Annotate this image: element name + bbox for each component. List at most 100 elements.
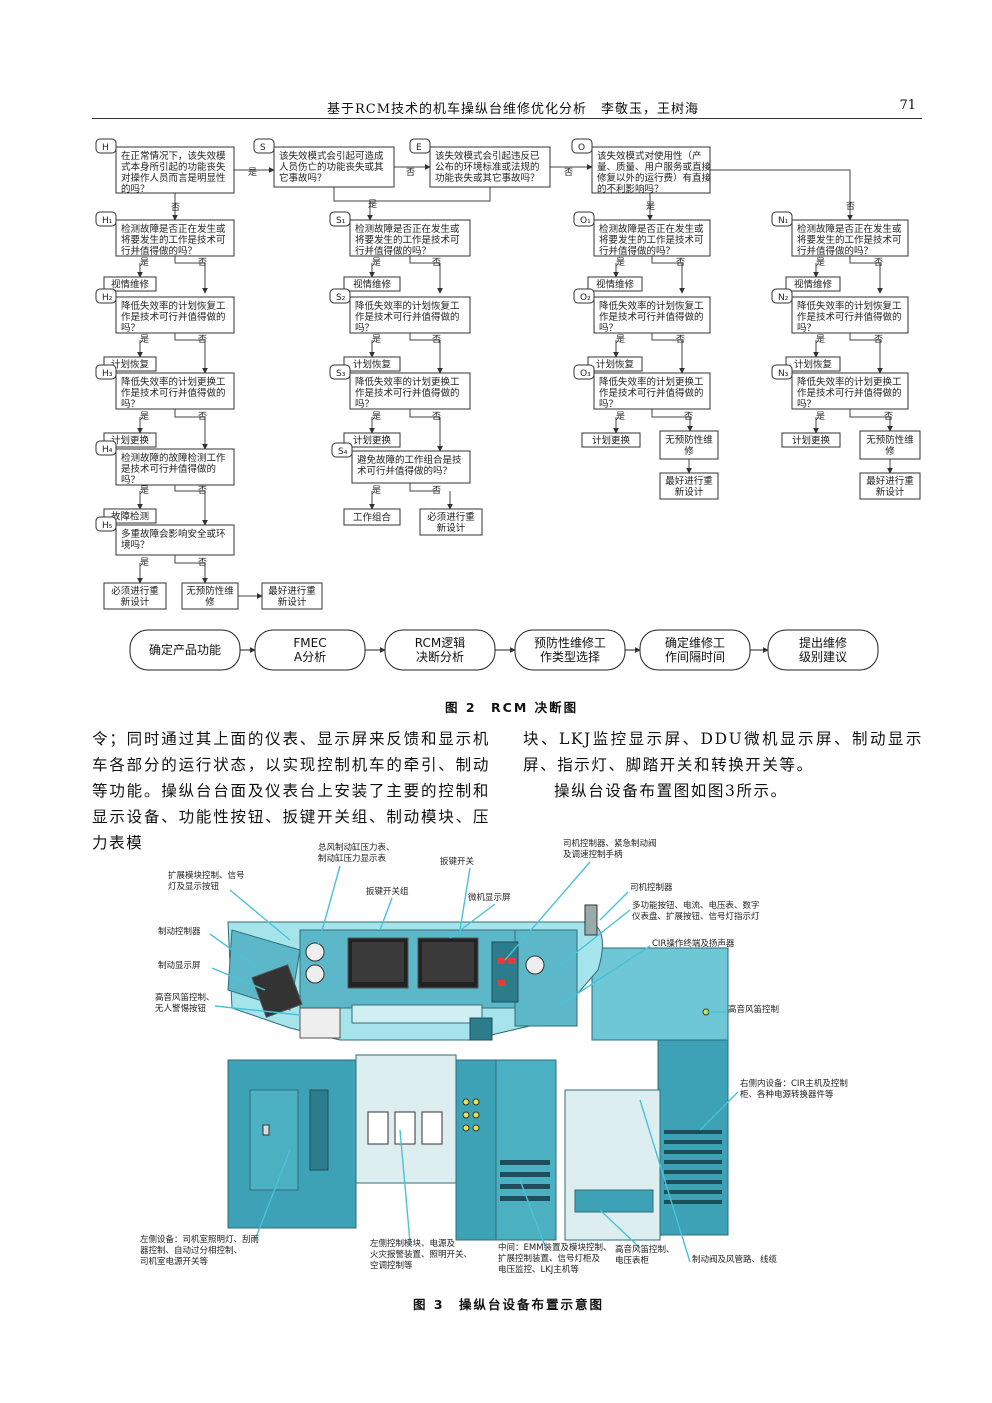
flow-line (409, 409, 440, 418)
action-box (581, 432, 641, 448)
tag-label: H₂ (102, 293, 113, 303)
tag-box (571, 138, 593, 154)
tag-label: H₃ (102, 369, 113, 379)
tag-label: S₃ (336, 369, 346, 379)
left-paragraph: 令；同时通过其上面的仪表、显示屏来反馈和显示机车各部分的运行状态，以实现控制机车… (92, 730, 490, 852)
tag-h2: H₂ (95, 288, 117, 304)
callout-c14: 右侧内设备：CIR主机及控制 (740, 1078, 848, 1089)
process-text: 预防性维修工 (534, 635, 606, 650)
tag-label: N₃ (778, 369, 789, 379)
action-box (785, 356, 841, 372)
action-text: 视情维修 (794, 279, 833, 291)
callout-c13: 高音风笛控制 (728, 1004, 779, 1015)
branch-label: 是 (646, 201, 655, 212)
callout-c9: 无人警惕按钮 (155, 1003, 207, 1014)
body-text-right: 块、LKJ监控显示屏、DDU微机显示屏、制动显示屏、指示灯、脚踏开关和转换开关等… (523, 726, 923, 804)
question-text: 吗？ (797, 323, 816, 334)
tag-h1: H₁ (95, 211, 117, 227)
action-text: 计划恢复 (353, 359, 392, 371)
question-text: 降低失效率的计划恢复工 (599, 300, 704, 312)
action-box (343, 508, 401, 526)
tag-box (771, 211, 793, 227)
question-box (115, 448, 235, 486)
branch-label: 否 (874, 334, 883, 345)
action-text: 新设计 (675, 486, 704, 498)
callout-line (379, 897, 393, 931)
callout-c2: 制动缸压力显示表 (318, 853, 387, 864)
question-text: 降低失效率的计划更换工 (599, 376, 704, 388)
action-box (859, 430, 921, 460)
callout-c6: 微机显示屏 (468, 892, 511, 903)
branch-label: 是 (140, 485, 149, 496)
question-box (593, 372, 711, 410)
console-layout-figure: 扩展模块控制、信号灯及显示按钮总风制动缸压力表、制动缸压力显示表扳键开关组司机控… (140, 838, 848, 1275)
callout-c10: 司机控制器 (630, 882, 673, 893)
tag-label: N₂ (778, 293, 789, 303)
tag-n2: N₂ (771, 288, 793, 304)
question-text: 行并值得做的吗？ (355, 245, 431, 257)
flow-line (174, 485, 205, 492)
flow-line (651, 256, 682, 264)
action-box (103, 356, 157, 372)
tag-box (573, 288, 595, 304)
action-text: 计划更换 (792, 435, 831, 447)
tag-label: O₂ (580, 293, 591, 303)
question-text: 行并值得做的吗？ (797, 245, 873, 257)
action-visual-s: 视情维修 (343, 276, 401, 292)
action-restore-s: 计划恢复 (343, 356, 401, 372)
callout-line (449, 903, 496, 939)
action-box (261, 582, 323, 610)
callout-c17: 中间：EMM装置及模块控制、 (498, 1242, 612, 1253)
callout-c18: 电压表柜 (615, 1255, 650, 1266)
question-text: 修复以外的运行费）有直接 (597, 172, 712, 184)
callout-c15: 器控制、自动过分相控制、 (140, 1245, 242, 1256)
lower-cabinets (227, 1054, 557, 1241)
question-text: 降低失效率的计划更换工 (121, 376, 226, 388)
tag-box (95, 440, 117, 456)
question-box (791, 296, 909, 334)
question-text: 检测故障是否正在发生或 (355, 223, 460, 235)
action-text: 修 (684, 445, 694, 457)
action-box (103, 276, 157, 292)
callout-c9: 高音风笛控制、 (155, 992, 215, 1003)
callout-line (459, 867, 471, 931)
action-box (103, 508, 157, 524)
callout-line (559, 945, 651, 1006)
tag-label: E (416, 143, 422, 153)
tag-label: O (578, 143, 585, 153)
action-text: 新设计 (876, 486, 905, 498)
figure-2-caption: 图 2 RCM 决断图 (445, 700, 579, 715)
action-text: 视情维修 (111, 279, 150, 291)
question-text: 检测故障的故障检测工作 (121, 452, 226, 464)
tag-box (573, 211, 595, 227)
callout-c15: 司机室电源开关等 (140, 1256, 209, 1267)
callout-line (229, 889, 291, 941)
action-text: 无预防性维 (186, 585, 234, 597)
flow-line (409, 483, 440, 492)
question-text: 作是技术可行并值得做的 (121, 311, 226, 323)
callout-c1: 灯及显示按钮 (168, 881, 220, 892)
callout-c4: 司机控制器、紧急制动阀 (563, 838, 657, 849)
tag-o3: O₃ (573, 364, 595, 380)
question-box (791, 372, 909, 410)
action-text: 最好进行重 (268, 585, 316, 597)
branch-label: 是 (616, 257, 625, 268)
right-desk (564, 947, 729, 1241)
tag-s2: S₂ (329, 288, 351, 304)
action-text: 新设计 (437, 522, 466, 534)
action-box (419, 508, 483, 536)
tag-s4: S₄ (331, 442, 353, 458)
question-text: 作是技术可行并值得做的 (355, 311, 460, 323)
action-text: 计划更换 (111, 435, 150, 447)
tag-o1: O₁ (573, 211, 595, 227)
branch-label: 否 (874, 257, 883, 268)
